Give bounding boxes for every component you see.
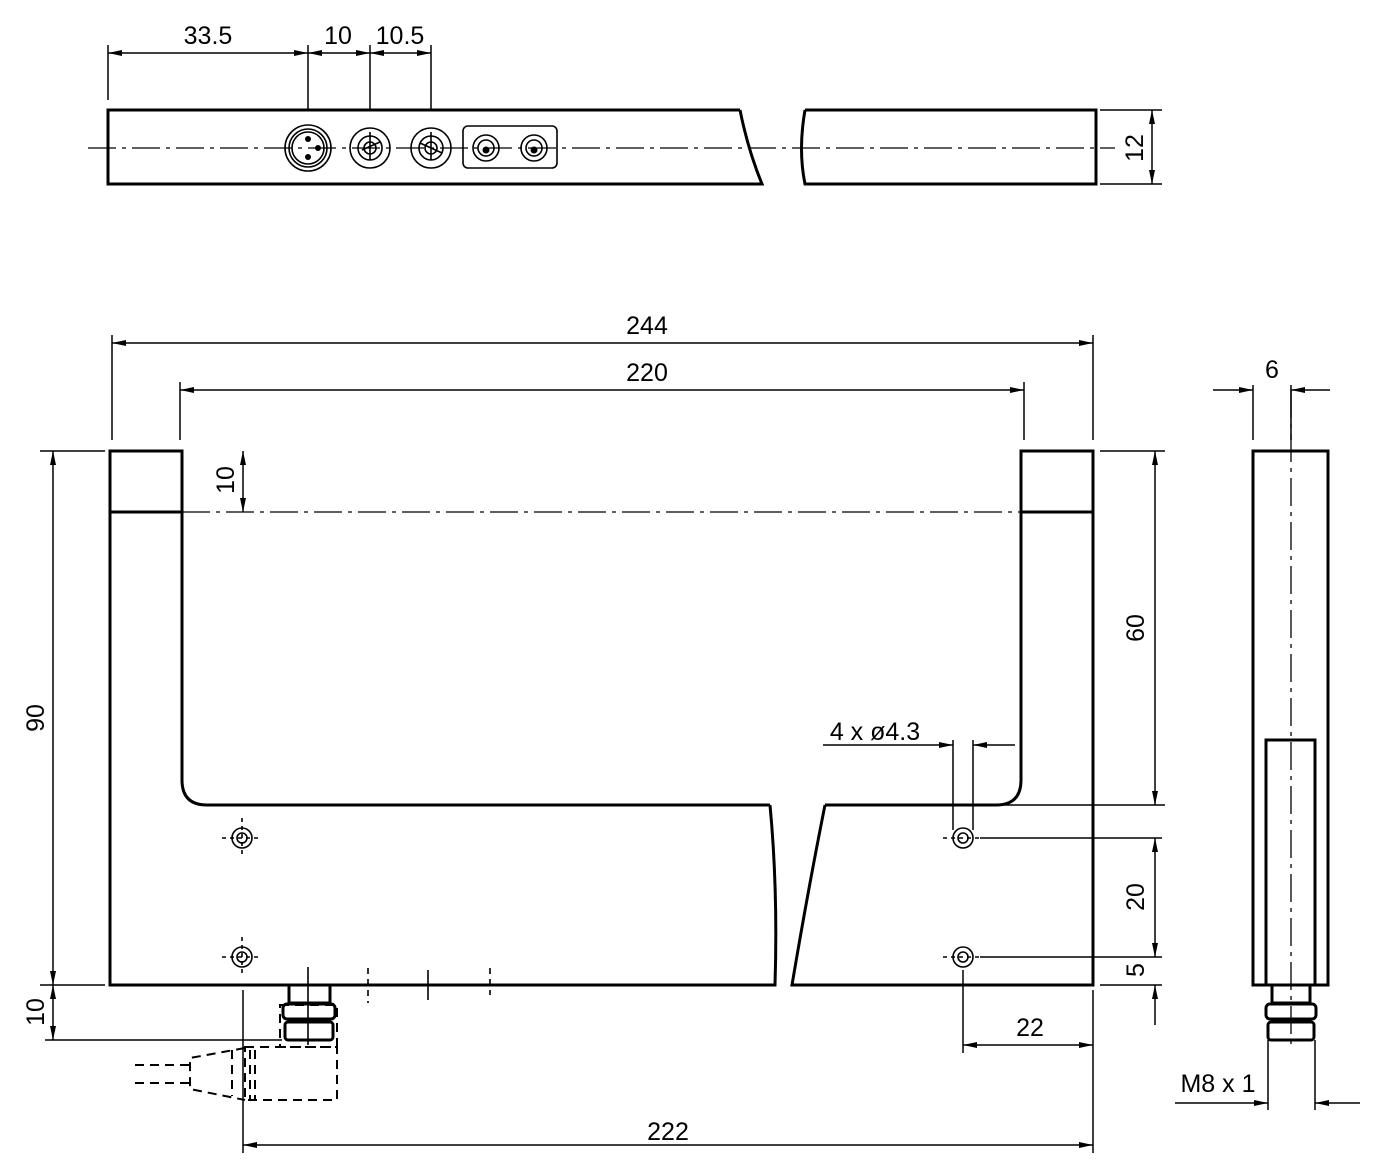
mounting-hole-icon: [943, 827, 983, 849]
led-indicator-icon: [520, 134, 548, 162]
potentiometer-icon: [410, 127, 452, 169]
top-view-body-right: [800, 108, 1098, 186]
led-indicator-icon: [472, 134, 500, 162]
m8-connector-icon: [1264, 983, 1318, 1042]
mounting-hole-icon: [222, 937, 262, 977]
top-view-body-left: [106, 108, 765, 186]
dim-60: 60: [1122, 614, 1150, 642]
dim-10-5: 10.5: [376, 22, 425, 50]
dim-22: 22: [1016, 1014, 1044, 1042]
front-view: 244 220 90 10 10 60 20 5 22 222: [22, 312, 1165, 1153]
front-body-left: [108, 449, 778, 987]
dim-20: 20: [1122, 883, 1150, 911]
top-view: 33.5 10 10.5 12: [88, 22, 1162, 186]
front-body-right: [790, 449, 1095, 987]
dim-33-5: 33.5: [184, 22, 233, 50]
mounting-hole-icon: [943, 946, 983, 968]
dim-5: 5: [1122, 963, 1150, 977]
dim-10: 10: [324, 22, 352, 50]
dim-10-bottom: 10: [22, 998, 50, 1026]
dim-thread: M8 x 1: [1180, 1070, 1255, 1098]
m8-connector-icon: [284, 124, 332, 172]
mounting-hole-icon: [222, 818, 262, 858]
m8-connector-icon: [135, 983, 338, 1101]
dim-222: 222: [647, 1118, 689, 1146]
dim-6: 6: [1265, 356, 1279, 384]
side-view: 6 M8 x 1: [1175, 356, 1360, 1110]
dim-10-axis: 10: [212, 466, 240, 494]
dim-90: 90: [22, 704, 50, 732]
led-panel: [462, 125, 558, 169]
potentiometer-icon: [349, 127, 391, 169]
dim-220: 220: [626, 359, 668, 387]
dim-244: 244: [626, 312, 668, 340]
dim-12: 12: [1121, 134, 1149, 162]
dim-hole-diameter: 4 x ø4.3: [830, 718, 920, 746]
